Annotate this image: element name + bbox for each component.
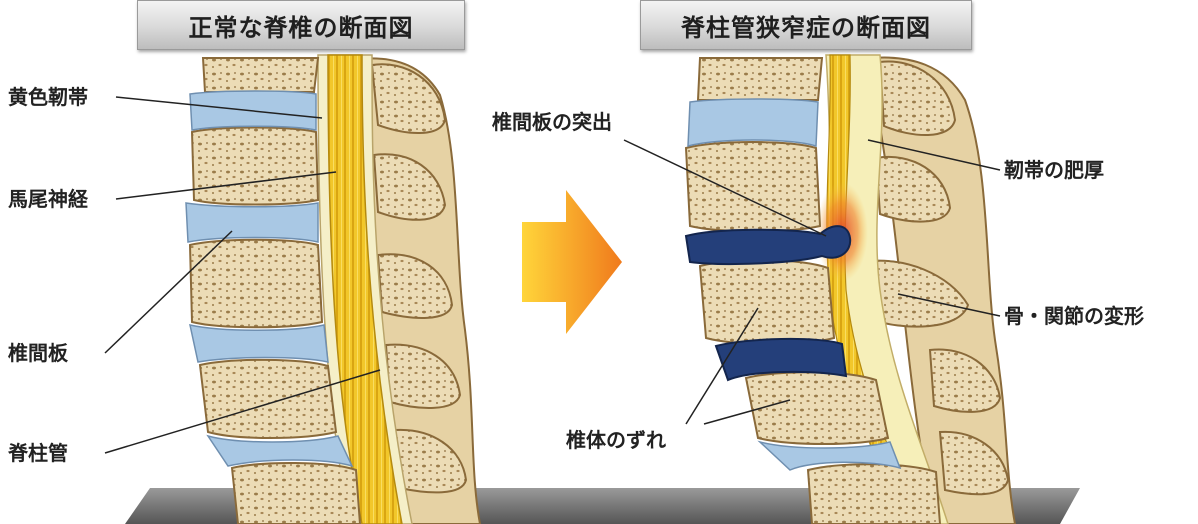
spinous-process xyxy=(370,63,447,134)
normal-spine xyxy=(185,54,482,524)
vertebral-body xyxy=(198,358,338,439)
intervertebral-disc xyxy=(185,202,319,243)
leader-line-disc-herniation xyxy=(623,139,827,237)
vertebral-body xyxy=(190,126,320,206)
vertebral-body xyxy=(684,141,822,233)
leader-line-bone-joint-deformation xyxy=(897,293,1001,317)
spinous-process xyxy=(858,259,970,328)
intervertebral-disc xyxy=(206,434,354,468)
vertebral-body xyxy=(188,238,324,329)
leader-line-vertebral-slip-2 xyxy=(703,399,791,425)
label-bone-joint-deformation: 骨・関節の変形 xyxy=(1004,304,1144,328)
leader-lines-right xyxy=(623,139,1001,425)
vertebral-body xyxy=(201,57,320,93)
leader-line-ligamentum-flavum xyxy=(115,96,323,119)
transition-arrow-icon xyxy=(522,190,622,334)
leader-lines-left xyxy=(104,96,381,454)
vertebral-body xyxy=(806,463,942,524)
spinous-process xyxy=(376,253,454,319)
spinous-process xyxy=(874,156,952,223)
leader-line-intervertebral-disc xyxy=(104,230,233,354)
title-normal-spine: 正常な脊椎の断面図 xyxy=(137,0,465,50)
leader-line-vertebral-slip-1 xyxy=(685,307,759,425)
vertebral-body xyxy=(230,462,362,524)
spinous-process xyxy=(372,153,447,221)
vertebral-body xyxy=(698,259,836,345)
leader-line-cauda-equina xyxy=(115,171,337,200)
stenosis-spine xyxy=(684,54,1017,524)
cauda-equina-left xyxy=(327,54,403,524)
label-ligamentum-flavum: 黄色靭帯 xyxy=(8,85,88,109)
label-ligament-thickening: 靭帯の肥厚 xyxy=(1004,158,1104,182)
label-intervertebral-disc: 椎間板 xyxy=(8,341,68,365)
spinous-process xyxy=(393,428,468,494)
intervertebral-disc xyxy=(687,98,819,148)
vertebral-body xyxy=(696,57,824,101)
spinous-process xyxy=(938,430,1010,496)
bulging-disc xyxy=(714,337,848,382)
herniated-disc xyxy=(684,225,852,265)
spinous-process xyxy=(878,60,957,136)
vertebral-body xyxy=(744,371,890,445)
title-stenosis-spine: 脊柱管狭窄症の断面図 xyxy=(640,0,972,50)
label-disc-herniation: 椎間板の突出 xyxy=(492,110,612,134)
leader-line-spinal-canal xyxy=(104,369,381,454)
leader-line-ligament-thickening xyxy=(867,139,1001,171)
intervertebral-disc xyxy=(757,440,902,471)
spinous-process xyxy=(384,343,462,409)
intervertebral-disc xyxy=(189,324,329,363)
label-cauda-equina: 馬尾神経 xyxy=(8,187,88,211)
spinous-process xyxy=(928,348,1002,413)
label-vertebral-slip: 椎体のずれ xyxy=(566,428,666,452)
label-spinal-canal: 脊柱管 xyxy=(8,441,68,465)
